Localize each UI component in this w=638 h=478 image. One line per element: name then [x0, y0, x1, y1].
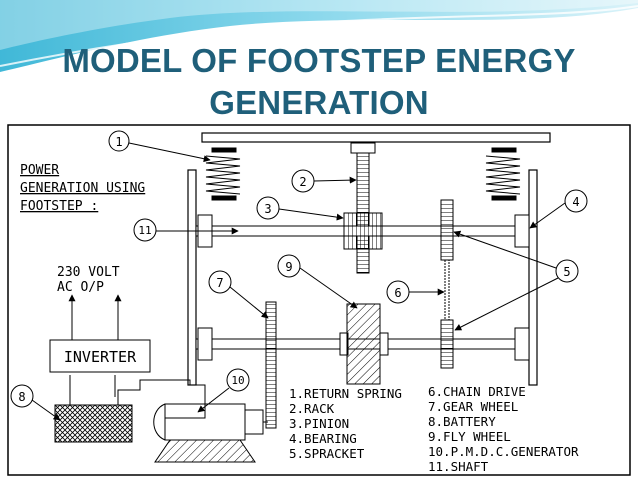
- legend-item: 2.RACK: [289, 401, 335, 416]
- return-spring-right: [485, 147, 521, 201]
- chain-drive: [444, 259, 450, 321]
- legend-item: 4.BEARING: [289, 431, 357, 446]
- output-line-1: 230 VOLT: [57, 265, 120, 280]
- callout-5-label: 5: [563, 265, 570, 279]
- caption-line-1: POWER: [20, 163, 59, 178]
- callout-10-label: 10: [231, 374, 244, 387]
- callout-5: 5: [453, 230, 579, 331]
- callout-7: 7: [208, 270, 269, 319]
- callout-3-label: 3: [264, 202, 271, 216]
- callout-3: 3: [256, 196, 344, 221]
- rack-cap: [350, 142, 376, 154]
- legend-item: 10.P.M.D.C.GENERATOR: [428, 444, 579, 459]
- bearing-upper-right: [514, 214, 530, 248]
- bearing-lower-left: [197, 327, 213, 361]
- inverter-label: INVERTER: [64, 348, 137, 366]
- callout-11-label: 11: [138, 224, 151, 237]
- sprocket-lower: [440, 319, 454, 369]
- callout-6-label: 6: [394, 286, 401, 300]
- return-spring-left: [205, 147, 241, 201]
- callout-10: 10: [197, 368, 250, 413]
- slide-title-line2: GENERATION: [209, 84, 429, 121]
- callout-1: 1: [108, 130, 211, 163]
- callout-4-label: 4: [572, 195, 579, 209]
- callout-6: 6: [386, 280, 445, 304]
- legend-item: 6.CHAIN DRIVE: [428, 384, 526, 399]
- callout-2-label: 2: [299, 175, 306, 189]
- output-line-2: AC O/P: [57, 280, 104, 295]
- callout-7-label: 7: [216, 276, 223, 290]
- callout-8: 8: [10, 384, 61, 421]
- legend-item: 9.FLY WHEEL: [428, 429, 511, 444]
- legend-item: 3.PINION: [289, 416, 349, 431]
- legend-item: 1.RETURN SPRING: [289, 386, 402, 401]
- pmdc-generator: [153, 403, 268, 463]
- callout-9: 9: [277, 254, 358, 309]
- frame-plate-left: [187, 169, 197, 386]
- diagram-frame: [7, 124, 631, 476]
- battery: [54, 404, 133, 443]
- callout-9-label: 9: [285, 260, 292, 274]
- gear-wheel: [265, 301, 277, 429]
- top-platform: [201, 132, 551, 143]
- callout-1-label: 1: [115, 135, 122, 149]
- callout-4: 4: [529, 189, 588, 229]
- bearing-lower-right: [514, 327, 530, 361]
- slide-title-line1: MODEL OF FOOTSTEP ENERGY: [62, 42, 576, 79]
- pinion: [343, 212, 383, 250]
- legend-item: 11.SHAFT: [428, 459, 489, 474]
- inverter-box: [49, 339, 151, 373]
- callout-11: 11: [133, 218, 239, 242]
- flywheel: [346, 303, 381, 385]
- caption-line-2: GENERATION USING: [20, 181, 145, 196]
- legend-item: 7.GEAR WHEEL: [428, 399, 518, 414]
- flywheel-hub-right: [379, 332, 389, 356]
- frame-plate-right: [528, 169, 538, 386]
- legend-item: 5.SPRACKET: [289, 446, 365, 461]
- caption-line-3: FOOTSTEP :: [20, 199, 98, 214]
- sprocket-upper: [440, 199, 454, 261]
- callout-2: 2: [291, 169, 357, 193]
- legend-right: 6.CHAIN DRIVE 7.GEAR WHEEL 8.BATTERY 9.F…: [428, 384, 579, 474]
- legend-left: 1.RETURN SPRING 2.RACK 3.PINION 4.BEARIN…: [289, 386, 402, 461]
- callout-8-label: 8: [18, 390, 25, 404]
- legend-item: 8.BATTERY: [428, 414, 496, 429]
